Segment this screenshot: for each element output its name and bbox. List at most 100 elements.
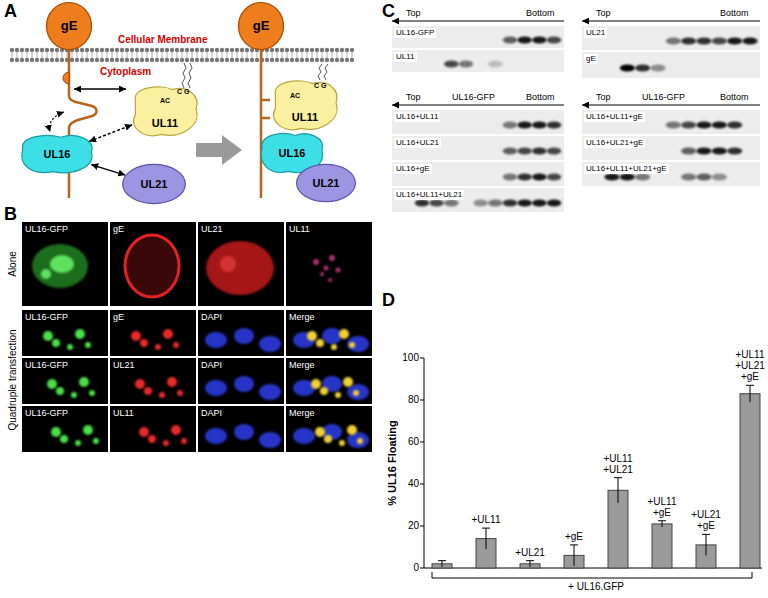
fluorescence-spot xyxy=(32,244,88,288)
fluorescence-spot xyxy=(307,331,317,341)
fluorescence-spot xyxy=(144,387,152,395)
fluorescence-spot xyxy=(155,344,161,350)
lipid-tail xyxy=(102,52,103,58)
fluorescence-spot xyxy=(93,438,99,444)
blot-strip xyxy=(392,162,564,186)
lane-label: UL16+gE xyxy=(394,164,432,174)
lipid-head xyxy=(40,58,44,62)
lipid-head xyxy=(225,58,229,62)
lane-label: gE xyxy=(584,54,598,64)
lipid-head xyxy=(25,48,29,52)
lipid-head xyxy=(145,58,149,62)
error-bar xyxy=(438,561,446,567)
micrograph-panel xyxy=(22,222,372,452)
fluorescence-spot xyxy=(181,438,187,444)
axis-tick-label: 60 xyxy=(408,436,419,448)
fluorescence-spot xyxy=(56,387,64,395)
lipid-head xyxy=(205,48,209,52)
lipid-head xyxy=(20,58,24,62)
lipid-head xyxy=(210,58,214,62)
fluorescence-spot xyxy=(339,329,349,339)
blot-band xyxy=(517,200,532,207)
lipid-head xyxy=(10,58,14,62)
lipid-head xyxy=(170,58,174,62)
fluorescence-spot xyxy=(259,432,281,448)
protein-shape: UL16 xyxy=(18,132,96,176)
lipid-tail xyxy=(152,52,153,58)
lipid-tail xyxy=(72,52,73,58)
lipid-tail xyxy=(267,52,268,58)
axis-tick-label: 0 xyxy=(413,562,419,574)
lipid-tail xyxy=(202,52,203,58)
fluorescence-spot xyxy=(335,392,341,398)
blot-band xyxy=(517,122,532,129)
lipid-tail xyxy=(157,52,158,58)
lipid-head xyxy=(330,48,334,52)
channel-label: UL16-GFP xyxy=(25,360,68,371)
fluorescence-spot xyxy=(259,336,281,352)
fluorescence-spot xyxy=(324,266,329,271)
channel-label: DAPI xyxy=(201,360,222,371)
lipid-head xyxy=(45,58,49,62)
lipid-head xyxy=(135,48,139,52)
lipid-head xyxy=(35,48,39,52)
lipid-head xyxy=(230,58,234,62)
lipid-tail xyxy=(107,52,108,58)
fluorescence-spot xyxy=(316,339,324,347)
micrograph xyxy=(110,310,196,356)
lipid-head xyxy=(235,58,239,62)
fluorescence-spot xyxy=(50,255,74,273)
lipid-head xyxy=(180,58,184,62)
lipid-head xyxy=(90,48,94,52)
lipid-head xyxy=(280,48,284,52)
fluorescence-spot xyxy=(167,377,177,387)
lipid-head xyxy=(290,58,294,62)
lipid-head xyxy=(335,48,339,52)
lipid-head xyxy=(285,48,289,52)
gradient-arrow xyxy=(582,21,760,22)
lipid-head xyxy=(300,48,304,52)
lipid-head xyxy=(210,48,214,52)
lane-label: UL16+UL11 xyxy=(394,112,440,122)
blot-band xyxy=(459,61,474,68)
lipid-tail xyxy=(347,52,348,58)
fluorescence-spot xyxy=(347,425,357,435)
lipid-tail xyxy=(117,52,118,58)
gradient-arrow xyxy=(392,21,564,22)
lane-label: UL16+UL21 xyxy=(394,138,441,148)
protein-name: UL11 xyxy=(292,111,318,124)
fluorescence-spot xyxy=(43,331,53,341)
fluorescence-spot xyxy=(51,427,61,437)
lipid-head xyxy=(70,58,74,62)
ge-tail xyxy=(261,50,270,198)
lipid-head xyxy=(350,48,354,52)
lipid-head xyxy=(120,48,124,52)
region-label: Cytoplasm xyxy=(100,66,151,78)
error-bar xyxy=(526,561,534,567)
ge-bead xyxy=(63,72,69,84)
fraction-label: Bottom xyxy=(526,92,555,103)
fluorescence-spot xyxy=(234,424,254,440)
blot-strip xyxy=(392,188,564,212)
lipid-head xyxy=(325,58,329,62)
fraction-label: Bottom xyxy=(526,8,555,19)
lipid-head xyxy=(90,58,94,62)
fluorescence-spot xyxy=(159,392,165,398)
lipid-head xyxy=(85,48,89,52)
lipid-tail xyxy=(47,52,48,58)
lipid-head xyxy=(50,58,54,62)
interaction-arrow xyxy=(74,88,126,90)
error-bar xyxy=(702,534,710,555)
protein-outline xyxy=(128,84,202,140)
fluorescence-spot xyxy=(205,428,227,444)
bar xyxy=(652,524,672,568)
lipid-head xyxy=(105,58,109,62)
lipid-tail xyxy=(302,52,303,58)
fluorescence-spot xyxy=(329,255,335,261)
blot-band xyxy=(503,174,518,181)
axis-tick-label: 40 xyxy=(408,478,419,490)
lipid-tail xyxy=(82,52,83,58)
protein-name: gE xyxy=(253,19,270,34)
channel-label: Merge xyxy=(289,408,315,419)
protein-name: UL16 xyxy=(279,147,306,160)
